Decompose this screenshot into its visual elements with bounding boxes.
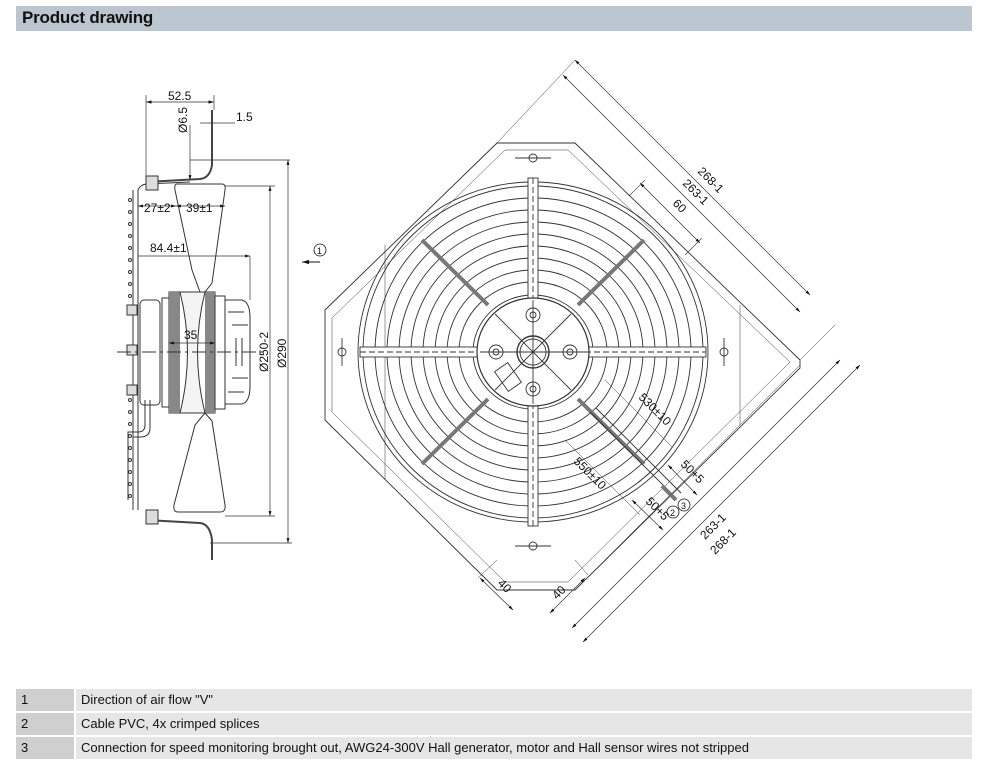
product-drawing: 52.5 Ø6.5 1.5 27±2 39±1 84.4±1 35 Ø250-2… xyxy=(117,59,861,643)
mounting-bracket xyxy=(126,110,213,560)
section-header: Product drawing xyxy=(16,6,972,31)
legend-number: 1 xyxy=(16,689,74,711)
mounting-holes xyxy=(337,153,729,551)
callout-3: 3 xyxy=(681,501,686,511)
legend-row: 3 Connection for speed monitoring brough… xyxy=(16,737,972,759)
dim-530: 530±10 xyxy=(636,390,674,428)
callout-2: 2 xyxy=(670,508,675,518)
motor-hub xyxy=(476,297,590,407)
legend-row: 2 Cable PVC, 4x crimped splices xyxy=(16,713,972,735)
fan-blade-top xyxy=(174,183,226,293)
legend-table: 1 Direction of air flow "V" 2 Cable PVC,… xyxy=(16,689,972,761)
airflow-direction-arrow-icon xyxy=(302,243,327,265)
dim-84-4: 84.4±1 xyxy=(150,241,187,255)
callout-1: 1 xyxy=(317,246,322,256)
fan-blade-bottom xyxy=(173,412,226,513)
legend-description: Cable PVC, 4x crimped splices xyxy=(76,713,972,735)
dim-dia-250: Ø250-2 xyxy=(257,332,271,372)
legend-description: Direction of air flow "V" xyxy=(76,689,972,711)
dim-50-a: 50+5 xyxy=(678,457,707,486)
legend-number: 3 xyxy=(16,737,74,759)
dim-40-left: 40 xyxy=(495,576,515,596)
dim-27: 27±2 xyxy=(144,201,171,215)
dim-39: 39±1 xyxy=(186,201,213,215)
section-title: Product drawing xyxy=(22,8,154,27)
side-view xyxy=(117,95,292,560)
dim-dia-290: Ø290 xyxy=(275,338,289,368)
legend-description: Connection for speed monitoring brought … xyxy=(76,737,972,759)
dim-52-5: 52.5 xyxy=(168,89,192,103)
callout-circle-2 xyxy=(666,505,680,519)
legend-number: 2 xyxy=(16,713,74,735)
motor xyxy=(139,291,251,414)
dim-550: 550±10 xyxy=(571,454,609,492)
front-view xyxy=(324,59,861,643)
dim-60: 60 xyxy=(670,196,690,216)
callout-circle-3 xyxy=(677,498,691,512)
dim-1-5: 1.5 xyxy=(236,110,253,124)
dim-40-right: 40 xyxy=(549,583,569,603)
legend-row: 1 Direction of air flow "V" xyxy=(16,689,972,711)
dim-dia-6-5: Ø6.5 xyxy=(176,107,190,133)
dim-35: 35 xyxy=(184,328,198,342)
